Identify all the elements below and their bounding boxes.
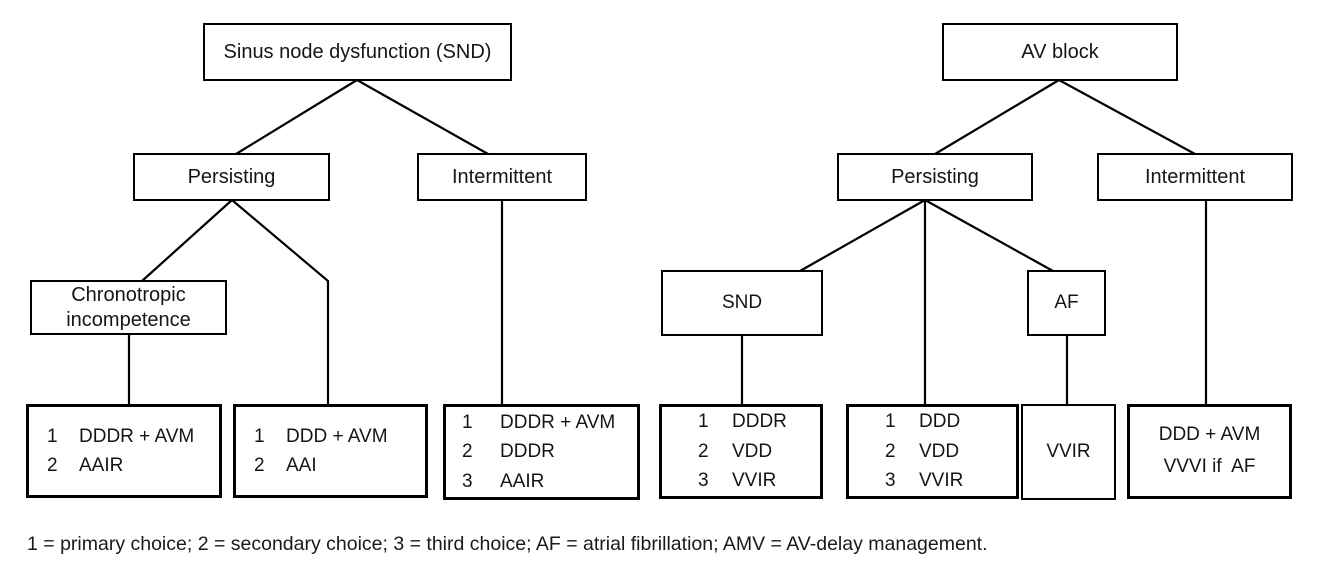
option-rank: 2	[698, 440, 709, 462]
option-row: 3 VVIR	[885, 466, 1016, 495]
node-chronotropic-incompetence-label: Chronotropic incompetence	[66, 283, 191, 331]
node-outcome-avblock-intermittent: DDD + AVM VVVI if AF	[1127, 404, 1292, 499]
node-avblock-intermittent-label: Intermittent	[1144, 165, 1246, 188]
option-row: 1 DDD + AVM	[254, 422, 425, 451]
option-mode: AAIR	[79, 455, 124, 476]
node-snd-intermittent: Intermittent	[417, 153, 587, 201]
node-snd-intermittent-label: Intermittent	[451, 165, 553, 188]
option-mode: DDD	[919, 411, 961, 433]
option-mode: AAI	[286, 455, 317, 476]
edge-sndroot-intermittent	[356, 79, 489, 155]
option-row: 2 VDD	[698, 437, 820, 466]
option-rank: 3	[698, 470, 709, 492]
node-snd-persisting-label: Persisting	[187, 165, 276, 188]
option-mode: DDDR	[732, 411, 787, 433]
node-snd-persisting: Persisting	[133, 153, 330, 201]
option-row: 2 DDDR	[462, 437, 637, 466]
option-rank: 1	[462, 411, 473, 433]
option-mode: DDDR + AVM	[500, 411, 616, 433]
node-outcome-avblock-snd: 1 DDDR 2 VDD 3 VVIR	[659, 404, 823, 499]
node-avblock-af: AF	[1027, 270, 1106, 336]
node-avblock-af-label: AF	[1054, 292, 1079, 314]
option-rank: 3	[885, 470, 896, 492]
option-row: 2 VDD	[885, 437, 1016, 466]
node-avblock-persisting-label: Persisting	[891, 165, 979, 188]
edge-rpersisting-af	[924, 199, 1054, 272]
option-rank: 2	[47, 455, 58, 476]
option-mode: DDDR	[500, 441, 555, 463]
node-outcome-avblock-af-label: VVIR	[1046, 441, 1091, 463]
node-avblock-snd: SND	[661, 270, 823, 336]
option-row: 3 AAIR	[462, 467, 637, 496]
node-outcome-avblock-persisting: 1 DDD 2 VDD 3 VVIR	[846, 404, 1019, 499]
option-rank: 2	[462, 441, 473, 463]
option-row: 2 AAIR	[47, 451, 219, 480]
outcome-line: VVVI if AF	[1163, 456, 1256, 477]
option-rank: 2	[885, 440, 896, 462]
node-avblock-persisting: Persisting	[837, 153, 1033, 201]
node-outcome-snd-persisting: 1 DDD + AVM 2 AAI	[233, 404, 428, 498]
option-row: 1 DDD	[885, 407, 1016, 436]
edge-rpersisting-snd	[799, 199, 926, 272]
node-avblock-snd-label: SND	[721, 292, 763, 314]
option-row: 1 DDDR + AVM	[462, 408, 637, 437]
option-row: 2 AAI	[254, 451, 425, 480]
option-mode: AAIR	[500, 470, 545, 492]
option-rank: 1	[885, 411, 896, 433]
option-mode: VVIR	[919, 470, 964, 492]
edge-lpersisting-chronotropic	[141, 199, 233, 282]
option-row: 3 VVIR	[698, 466, 820, 495]
edge-sndroot-persisting	[235, 79, 358, 155]
node-outcome-avblock-af: VVIR	[1021, 404, 1116, 500]
node-avblock-intermittent: Intermittent	[1097, 153, 1293, 201]
option-rank: 3	[462, 470, 473, 492]
option-rank: 2	[254, 455, 265, 476]
outcome-line: DDD + AVM	[1158, 424, 1261, 446]
edge-lpersisting-outcome2	[231, 199, 330, 405]
option-rank: 1	[47, 425, 58, 447]
option-row: 1 DDDR	[698, 407, 820, 436]
node-outcome-snd-intermittent: 1 DDDR + AVM 2 DDDR 3 AAIR	[443, 404, 640, 500]
option-mode: VDD	[732, 440, 773, 462]
option-mode: VVIR	[732, 470, 777, 492]
option-mode: DDD + AVM	[286, 425, 388, 447]
node-sinus-node-dysfunction: Sinus node dysfunction (SND)	[203, 23, 512, 81]
node-av-block-label: AV block	[1021, 40, 1099, 63]
legend-text: 1 = primary choice; 2 = secondary choice…	[27, 533, 988, 555]
node-sinus-node-dysfunction-label: Sinus node dysfunction (SND)	[223, 40, 492, 63]
option-rank: 1	[254, 425, 265, 447]
edge-avblock-persisting	[934, 79, 1060, 155]
node-outcome-snd-chronotropic: 1 DDDR + AVM 2 AAIR	[26, 404, 222, 498]
edge-avblock-intermittent	[1058, 79, 1196, 155]
option-row: 1 DDDR + AVM	[47, 422, 219, 451]
option-mode: DDDR + AVM	[79, 425, 195, 447]
option-rank: 1	[698, 411, 709, 433]
option-mode: VDD	[919, 440, 960, 462]
node-av-block: AV block	[942, 23, 1178, 81]
node-chronotropic-incompetence: Chronotropic incompetence	[30, 280, 227, 335]
